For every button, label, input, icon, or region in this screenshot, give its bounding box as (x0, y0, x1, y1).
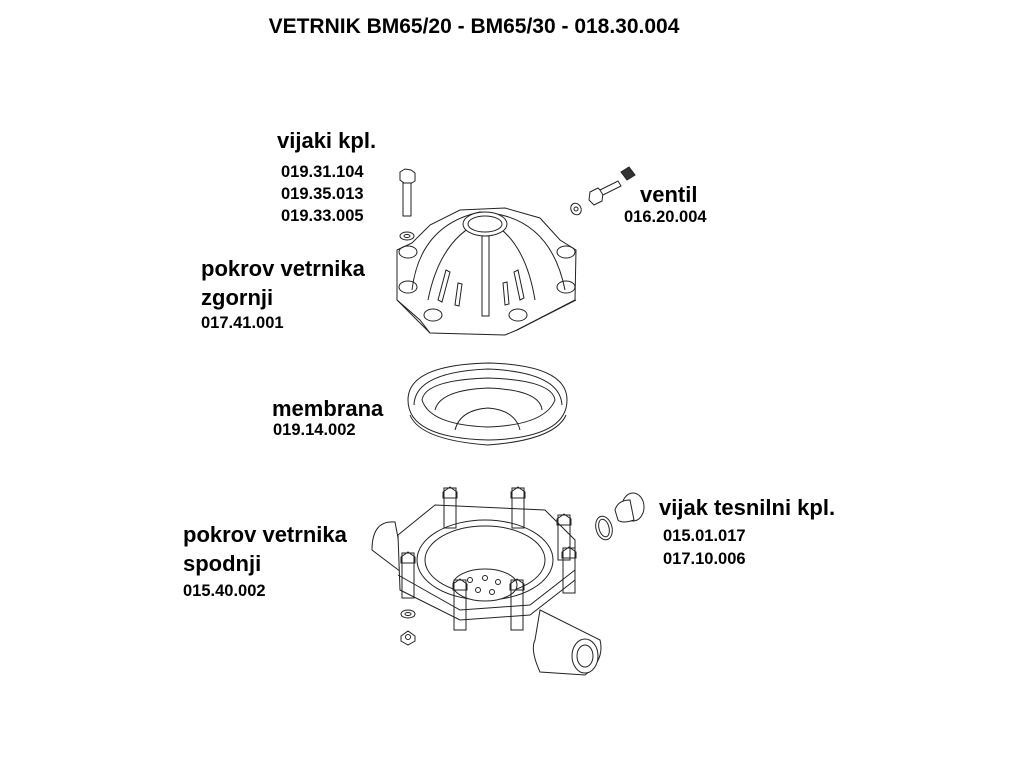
membrane-code: 019.14.002 (273, 421, 356, 439)
membrane-label: membrana (272, 396, 384, 421)
screws-label: vijaki kpl. (277, 128, 377, 153)
membrane-drawing (407, 362, 568, 446)
bolt-drawing (399, 168, 416, 217)
screws-code-3: 019.33.005 (281, 207, 364, 225)
page-title: VETRNIK BM65/20 - BM65/30 - 018.30.004 (268, 15, 680, 38)
seal-screw-label: vijak tesnilni kpl. (659, 495, 836, 520)
lower-cover-label-1: pokrov vetrnika (183, 522, 347, 547)
lower-cover-drawing (371, 486, 602, 676)
screws-code-2: 019.35.013 (281, 185, 364, 203)
washer-drawing (399, 231, 415, 241)
seal-screw-code-1: 015.01.017 (663, 527, 746, 545)
lower-cover-label-2: spodnji (183, 551, 262, 576)
screws-code-1: 019.31.104 (281, 163, 364, 181)
upper-cover-code: 017.41.001 (201, 314, 284, 332)
seal-screw-drawing (595, 492, 645, 541)
seal-screw-code-2: 017.10.006 (663, 550, 746, 568)
valve-label: ventil (640, 182, 698, 207)
upper-cover-drawing (396, 207, 577, 336)
valve-code: 016.20.004 (624, 208, 707, 226)
lower-cover-code: 015.40.002 (183, 582, 266, 600)
valve-drawing (570, 166, 636, 216)
upper-cover-label-1: pokrov vetrnika (201, 256, 365, 281)
upper-cover-label-2: zgornji (201, 285, 274, 310)
